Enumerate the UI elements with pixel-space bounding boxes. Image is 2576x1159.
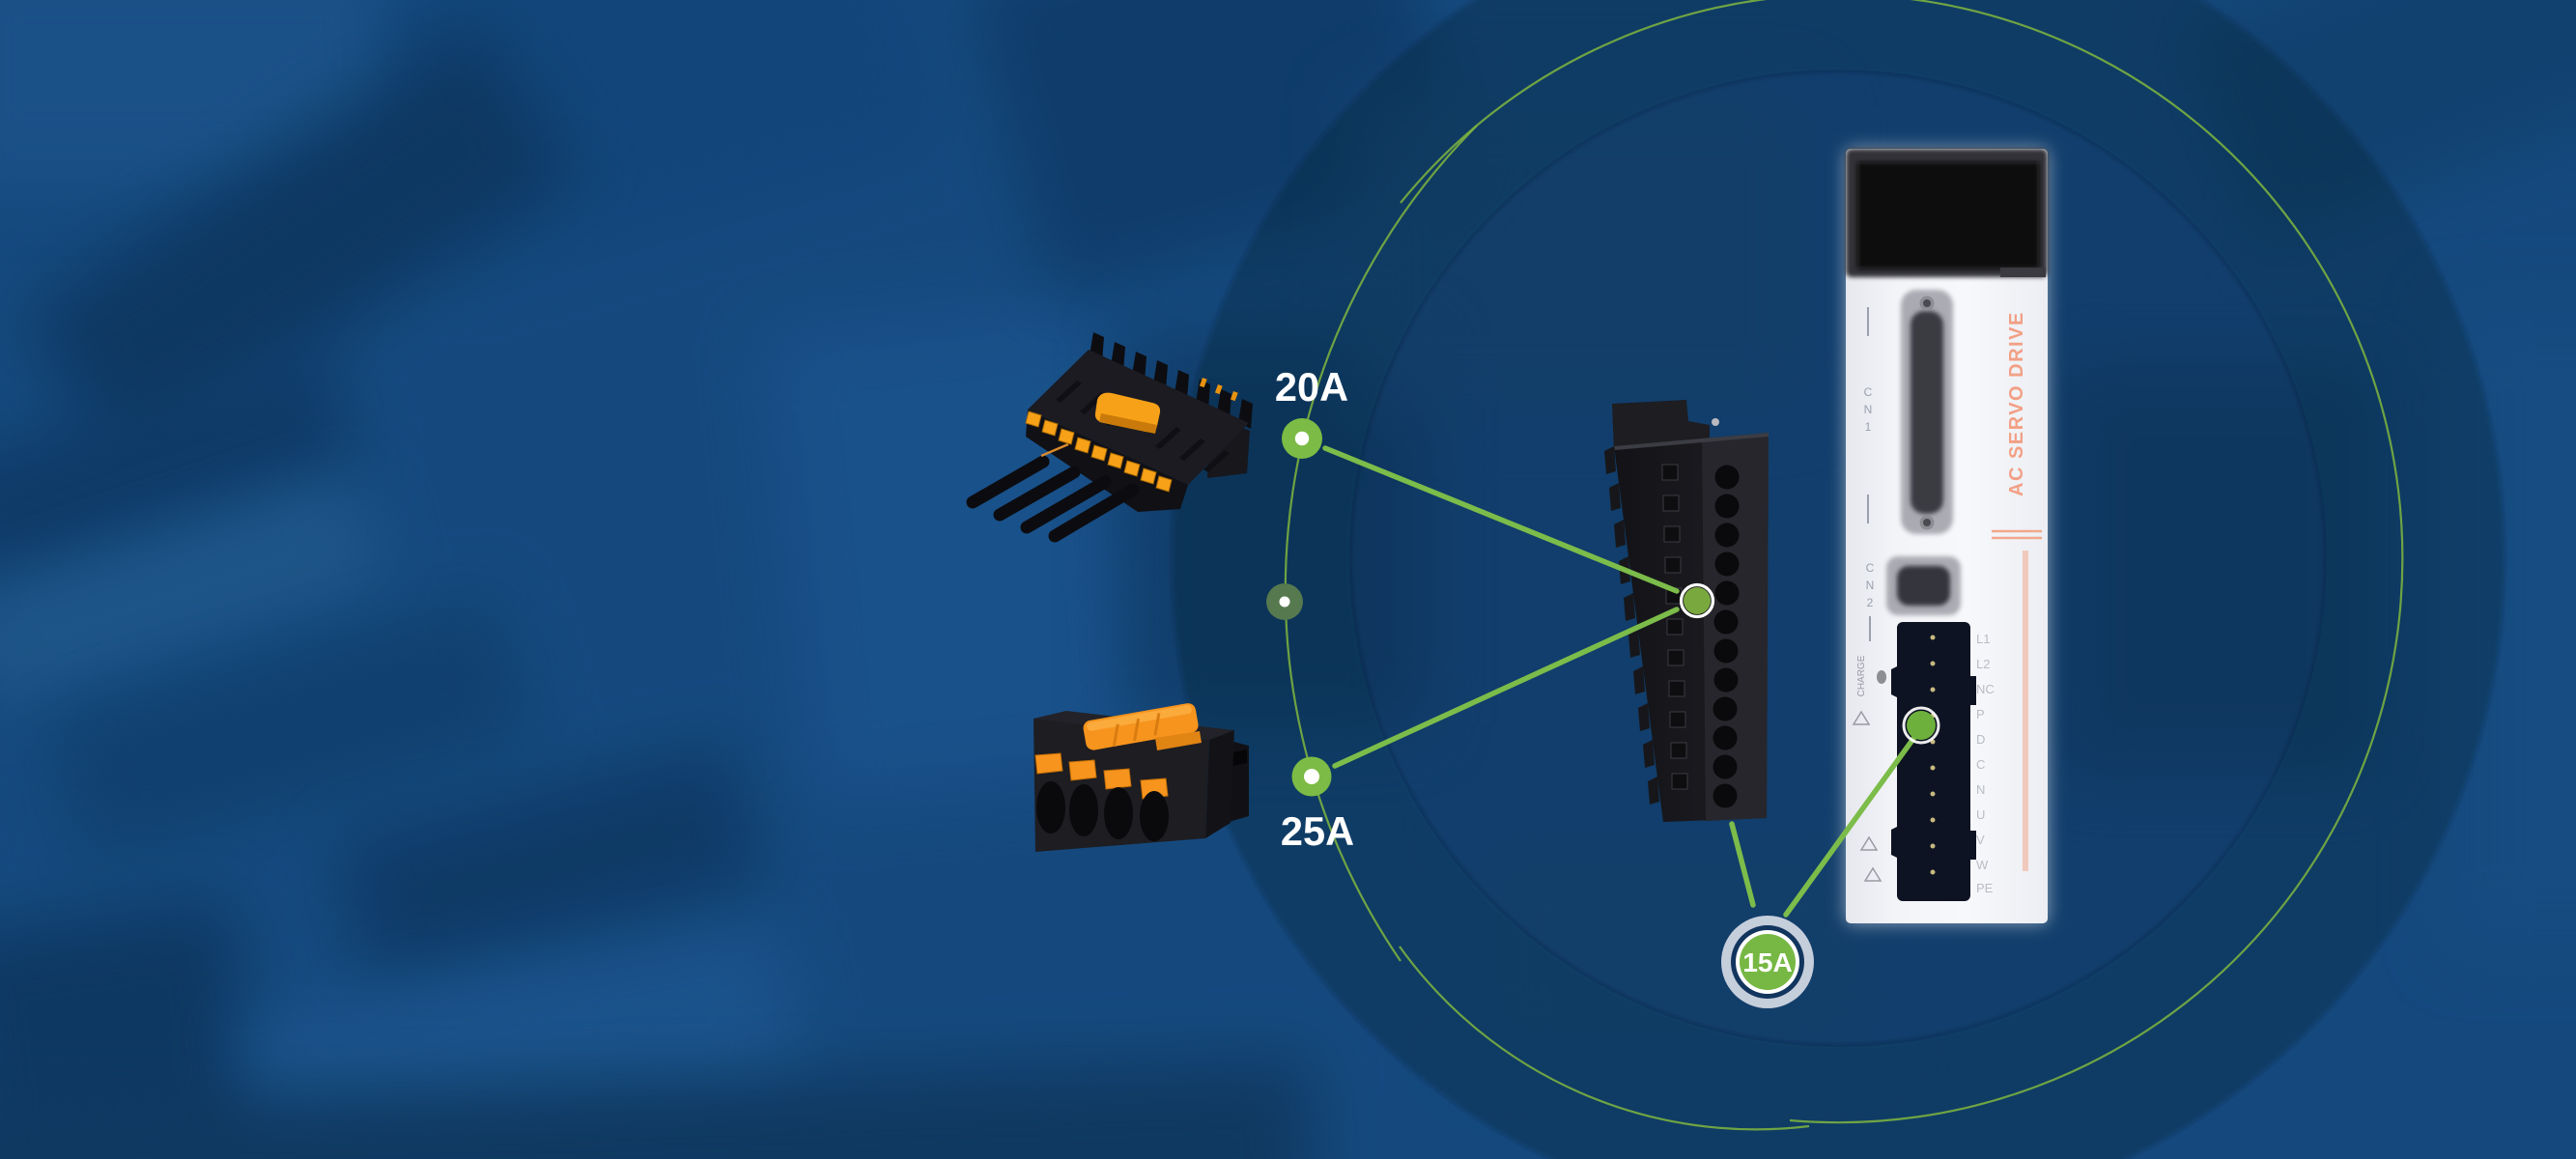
svg-text:N: N <box>1976 782 1985 797</box>
svg-text:D: D <box>1976 732 1985 747</box>
svg-text:CHARGE: CHARGE <box>1856 655 1867 696</box>
svg-text:20A: 20A <box>1275 364 1348 410</box>
svg-text:C: C <box>1866 561 1875 575</box>
svg-text:U: U <box>1976 807 1985 822</box>
svg-text:P: P <box>1976 707 1985 721</box>
svg-text:AC SERVO DRIVE: AC SERVO DRIVE <box>2006 311 2027 496</box>
svg-text:15A: 15A <box>1742 947 1792 977</box>
svg-text:L2: L2 <box>1976 657 1990 671</box>
svg-text:N: N <box>1866 579 1875 592</box>
svg-text:C: C <box>1976 757 1985 772</box>
svg-text:W: W <box>1976 858 1989 872</box>
svg-text:2: 2 <box>1867 596 1874 609</box>
svg-text:25A: 25A <box>1281 808 1354 854</box>
svg-text:1: 1 <box>1865 420 1872 434</box>
svg-text:NC: NC <box>1976 682 1995 696</box>
svg-text:PE: PE <box>1976 881 1994 895</box>
svg-text:L1: L1 <box>1976 632 1990 646</box>
svg-text:N: N <box>1864 403 1873 416</box>
svg-text:C: C <box>1864 385 1873 399</box>
svg-text:V: V <box>1976 833 1985 847</box>
